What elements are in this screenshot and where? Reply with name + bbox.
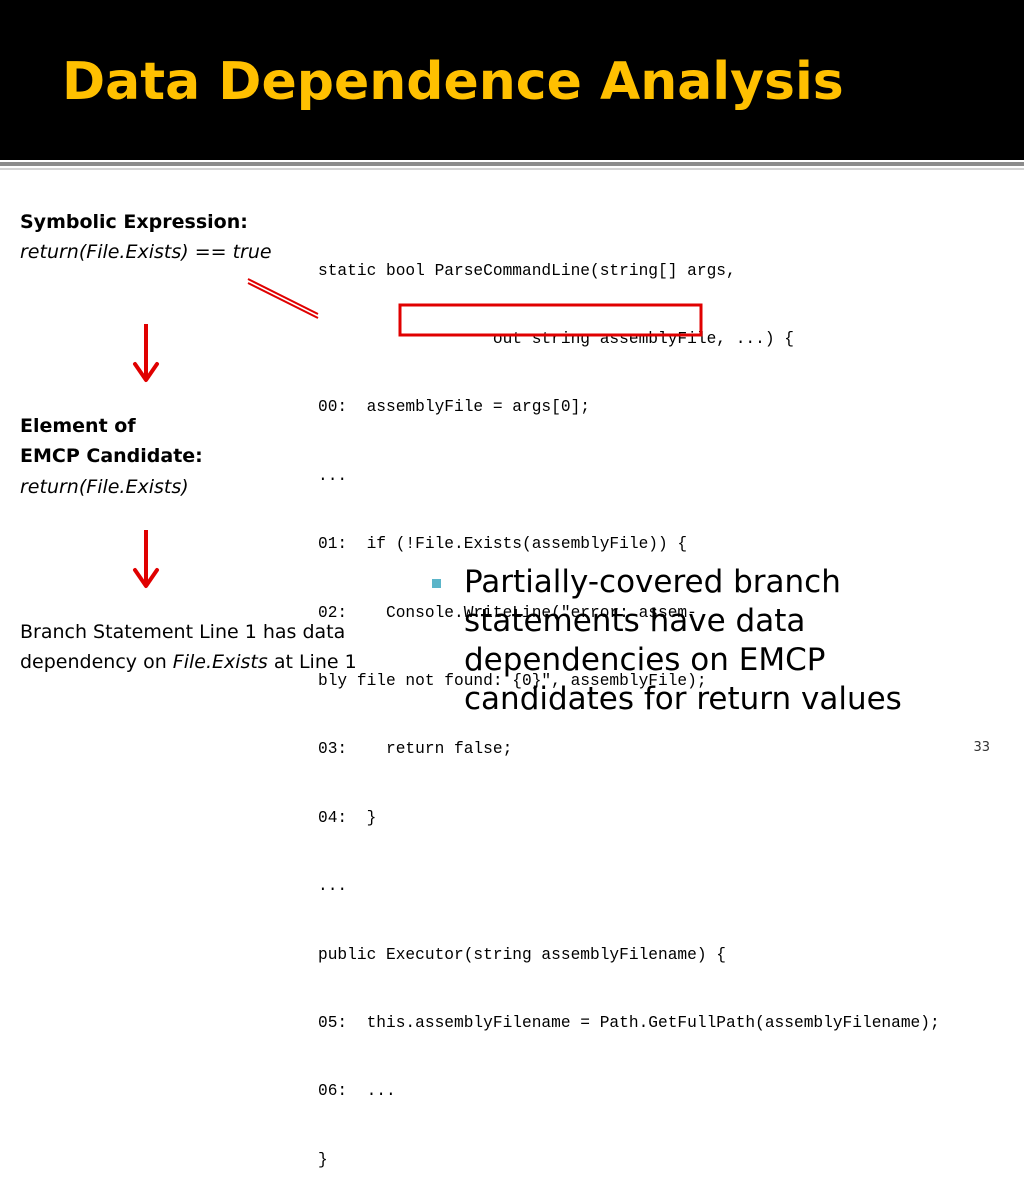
branch-statement-text-line-1: Branch Statement Line 1 has data [20, 621, 346, 643]
code-line: 05: this.assemblyFilename = Path.GetFull… [318, 1013, 940, 1032]
code-line: } [318, 1150, 328, 1169]
connector-line [247, 278, 319, 315]
symbolic-expression-value: return(File.Exists) == true [20, 241, 272, 263]
code-line-highlighted: 01: if (!File.Exists(assemblyFile)) { [318, 535, 688, 554]
code-line: out string assemblyFile, ...) { [318, 329, 794, 348]
square-bullet-icon [432, 579, 441, 588]
header-rule [0, 162, 1024, 166]
down-arrow-icon [133, 324, 159, 382]
code-line: 03: return false; [318, 740, 513, 759]
connector-line [247, 282, 319, 319]
file-exists-term: File.Exists [172, 651, 268, 673]
branch-statement-text-line-2: dependency on File.Exists at Line 1 [20, 651, 357, 673]
code-line: 02: Console.WriteLine("error: assem- [318, 603, 697, 622]
code-line: public Executor(string assemblyFilename)… [318, 945, 726, 964]
code-line: 06: ... [318, 1082, 396, 1101]
code-line: ... [318, 877, 348, 896]
emcp-candidate-label: EMCP Candidate: [20, 445, 203, 467]
slide-title: Data Dependence Analysis [62, 52, 844, 112]
code-line: 00: assemblyFile = args[0]; [318, 398, 590, 417]
header-rule-light [0, 168, 1024, 170]
element-of-label: Element of [20, 415, 136, 437]
code-line: 04: } [318, 808, 377, 827]
code-line: bly file not found: {0}", assemblyFile); [318, 671, 707, 690]
bullet-text: Partially-covered branch statements have… [464, 564, 902, 717]
page-number: 33 [973, 740, 990, 755]
down-arrow-icon [133, 530, 159, 588]
code-line: static bool ParseCommandLine(string[] ar… [318, 261, 736, 280]
symbolic-expression-label: Symbolic Expression: [20, 211, 248, 233]
slide-header: Data Dependence Analysis [0, 0, 1024, 160]
emcp-candidate-value: return(File.Exists) [20, 476, 189, 498]
code-line: ... [318, 466, 348, 485]
